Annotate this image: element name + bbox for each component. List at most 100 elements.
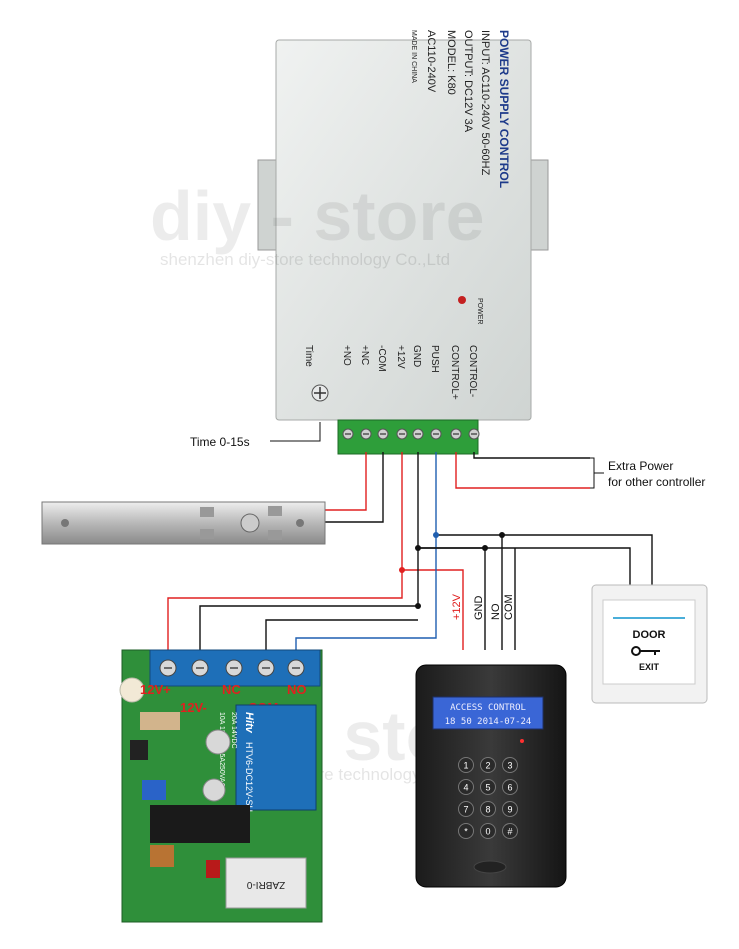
keypad-key-label: #: [507, 827, 512, 837]
resistor-icon: [140, 712, 180, 730]
led-icon: [206, 860, 220, 878]
keypad-key: [480, 779, 496, 795]
keypad-wire-label: COM: [503, 594, 515, 620]
keypad-key-label: 9: [507, 805, 512, 815]
psu-ac: AC110-240V: [425, 30, 437, 93]
junction-dots: [399, 532, 505, 609]
time-label: Time: [303, 345, 314, 367]
wire-com-relay: [265, 619, 418, 650]
psu-terminal-label: +12V: [395, 345, 406, 369]
wire-push-relay: [295, 535, 437, 650]
extra-power-bracket: [590, 457, 595, 489]
keypad-key: [480, 757, 496, 773]
keypad-key-label: 6: [507, 783, 512, 793]
relay-rating-1: 20A 14VDC: [230, 712, 237, 749]
keypad-key: [502, 823, 518, 839]
keypad-key: [458, 801, 474, 817]
lock-bolt-icon: [240, 513, 260, 533]
power-led-label: POWER: [476, 298, 483, 324]
psu-model: MODEL: K80: [445, 30, 457, 95]
keypad-key-label: 1: [463, 761, 468, 771]
psu-made-in: MADE IN CHINA: [410, 30, 417, 83]
keypad-wire-label: +12V: [451, 593, 463, 620]
keypad-wire-label: GND: [473, 596, 485, 621]
inductor-icon: [150, 845, 174, 867]
wire-lock-nc: [325, 452, 367, 511]
exit-button: DOOR EXIT: [591, 584, 708, 704]
keypad-key: [502, 757, 518, 773]
psu-terminal-label: PUSH: [429, 345, 440, 373]
power-led: [458, 296, 466, 304]
capacitor-2-icon: [202, 778, 226, 802]
keypad-key-label: 7: [463, 805, 468, 815]
lock-screw-right-icon: [296, 519, 304, 527]
relay-term-12vplus: 12V+: [140, 682, 171, 697]
relay-mount-hole-icon: [119, 677, 145, 703]
keypad-key-label: 4: [463, 783, 468, 793]
chip-label: ZABRI-0: [246, 879, 285, 890]
relay-term-no: NO: [287, 682, 307, 697]
wire-push-exit: [436, 534, 653, 585]
antenna-coil-icon: [150, 805, 250, 843]
keypad-key-label: 0: [485, 827, 490, 837]
keypad-key-label: 2: [485, 761, 490, 771]
wire-gnd-exit: [418, 547, 631, 585]
extra-power-label-2: for other controller: [608, 475, 705, 489]
keypad-screen: [432, 696, 544, 730]
time-leader-line: [270, 422, 321, 442]
keypad-key: [480, 823, 496, 839]
wire-12v-keypad: [401, 452, 464, 650]
psu-terminal-screws: [342, 428, 480, 440]
relay-model: HTV6-DC12V-SH: [244, 742, 254, 812]
watermark-main: diy - store: [150, 177, 485, 255]
wire-12v-relay: [167, 570, 403, 650]
extra-power-label-1: Extra Power: [608, 459, 673, 473]
relay-term-12vminus: 12V-: [180, 700, 207, 715]
capacitor-1-icon: [205, 729, 231, 755]
jumper-icon: [130, 740, 148, 760]
wire-control-minus-extra: [473, 452, 590, 459]
psu-terminal-label: -COM: [376, 345, 387, 372]
electric-bolt-lock: [41, 501, 326, 545]
keypad-key-label: 3: [507, 761, 512, 771]
psu-terminal-label: GND: [411, 345, 422, 367]
keypad-key-label: 8: [485, 805, 490, 815]
psu-terminal-label: CONTROL+: [449, 345, 460, 400]
trimmer-icon: [142, 780, 166, 800]
relay-brand: Hitv: [243, 712, 255, 734]
keypad-key: [502, 801, 518, 817]
screen-title: ACCESS CONTROL: [450, 703, 526, 713]
psu-output: OUTPUT: DC12V 3A: [462, 30, 474, 133]
card-reader-icon: [473, 860, 507, 874]
relay-term-nc: NC: [222, 682, 241, 697]
chip-label-sticker: [225, 857, 307, 909]
wire-lock-com: [325, 452, 384, 523]
wires: [167, 452, 653, 650]
time-range-label: Time 0-15s: [190, 435, 250, 449]
screen-time: 18 50 2014-07-24: [445, 717, 532, 727]
relay-component: [235, 704, 317, 811]
keypad-key: [502, 779, 518, 795]
keypad-key-label: *: [464, 827, 468, 837]
psu-title: POWER SUPPLY CONTROL: [497, 30, 511, 188]
keypad-led: [520, 739, 524, 743]
keypad-key: [458, 823, 474, 839]
power-supply-unit: POWER SUPPLY CONTROL INPUT: AC110-240V 5…: [257, 30, 549, 455]
psu-terminal-label: +NO: [341, 345, 352, 366]
keypad-key: [458, 757, 474, 773]
keypad-key: [458, 779, 474, 795]
psu-terminal-label: +NC: [359, 345, 370, 365]
lock-body: [41, 501, 326, 545]
exit-door-label: DOOR: [633, 629, 666, 641]
wire-control-plus-extra: [455, 452, 590, 489]
exit-exit-label: EXIT: [639, 662, 660, 672]
keypad-key: [480, 801, 496, 817]
lock-screw-left-icon: [61, 519, 69, 527]
psu-input: INPUT: AC110-240V 50-60HZ: [479, 30, 491, 176]
relay-board: 12V+ NC NO 12V- COM Hitv HTV6-DC12V-SH 2…: [119, 649, 323, 923]
